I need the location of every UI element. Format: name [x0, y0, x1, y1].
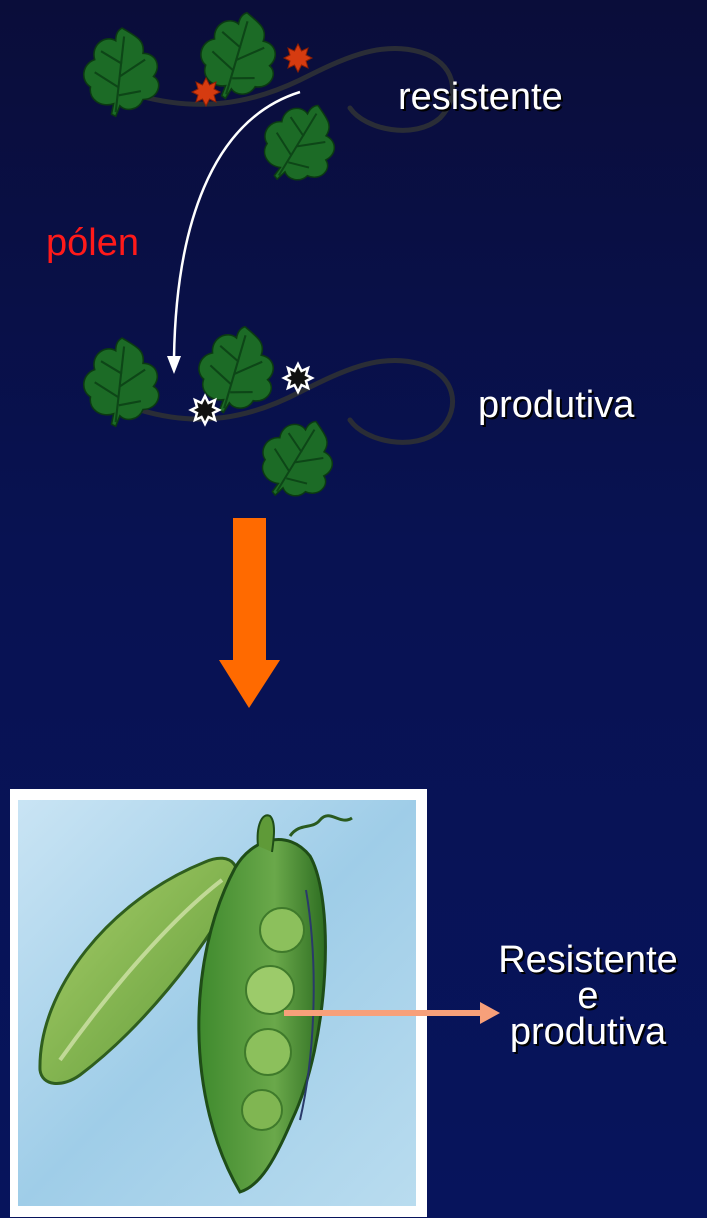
productive-plant	[84, 320, 453, 512]
productive-flower-1	[191, 396, 219, 424]
resistant-label: resistente	[398, 78, 563, 116]
resistant-leaf-3	[250, 90, 350, 196]
productive-flower-2	[284, 364, 312, 392]
resistant-flower-1	[192, 78, 220, 106]
resistant-flower-2	[284, 44, 312, 72]
productive-label: produtiva	[478, 386, 634, 424]
result-line-1: Resistente	[472, 942, 704, 978]
result-line-2: e	[472, 978, 704, 1014]
result-line-3: produtiva	[472, 1014, 704, 1050]
big-down-arrow	[219, 518, 280, 708]
resistant-leaf-1	[84, 28, 159, 116]
pea-pod-image	[10, 789, 427, 1217]
pollen-label: pólen	[46, 224, 139, 262]
result-label: Resistente e produtiva	[472, 942, 704, 1050]
productive-leaf-3	[248, 406, 348, 512]
